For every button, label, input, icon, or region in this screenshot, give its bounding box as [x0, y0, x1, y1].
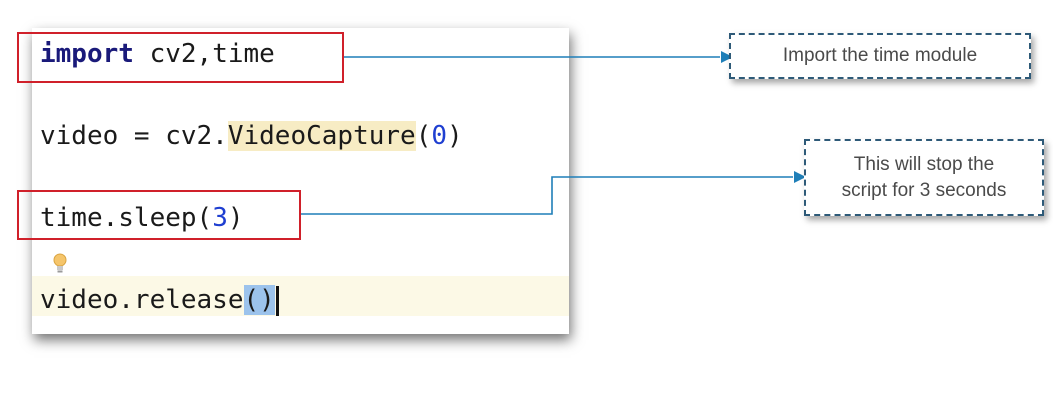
code-editor-panel: import cv2,time video = cv2.VideoCapture…: [32, 28, 569, 334]
code-line-videocapture: video = cv2.VideoCapture(0): [40, 116, 463, 156]
code-line-import: import cv2,time: [40, 34, 275, 74]
lightbulb-icon[interactable]: [52, 252, 68, 276]
import-modules: cv2,time: [133, 39, 275, 69]
videocapture-identifier: VideoCapture: [227, 121, 416, 151]
sleep-callout: This will stop the script for 3 seconds: [804, 139, 1044, 216]
arrow-right-icon: [721, 51, 733, 63]
sleep-callout-text-line1: This will stop the: [853, 153, 995, 175]
import-keyword: import: [40, 39, 134, 69]
code-line-sleep: time.sleep(3): [40, 198, 244, 238]
import-callout: Import the time module: [729, 33, 1031, 79]
camera-index-number: 0: [431, 121, 447, 151]
sleep-seconds-number: 3: [212, 203, 228, 233]
sleep-callout-text-line2: script for 3 seconds: [841, 179, 1007, 201]
text-caret: [275, 285, 279, 316]
code-line-release[interactable]: video.release(): [40, 280, 279, 320]
current-line-highlight: [32, 276, 569, 316]
sleep-call: time.sleep(: [40, 203, 213, 233]
close-paren: ): [447, 121, 463, 151]
release-call: video.release: [40, 285, 244, 315]
import-callout-text: Import the time module: [782, 45, 978, 66]
sleep-highlight-box: [17, 190, 301, 240]
open-paren: (: [415, 121, 432, 151]
matched-parens: (): [243, 285, 275, 315]
import-highlight-box: [17, 32, 344, 83]
sleep-connector-line: [301, 176, 793, 215]
arrow-right-icon: [794, 171, 806, 183]
video-assign: video = cv2.: [40, 121, 228, 151]
sleep-close-paren: ): [227, 203, 244, 233]
